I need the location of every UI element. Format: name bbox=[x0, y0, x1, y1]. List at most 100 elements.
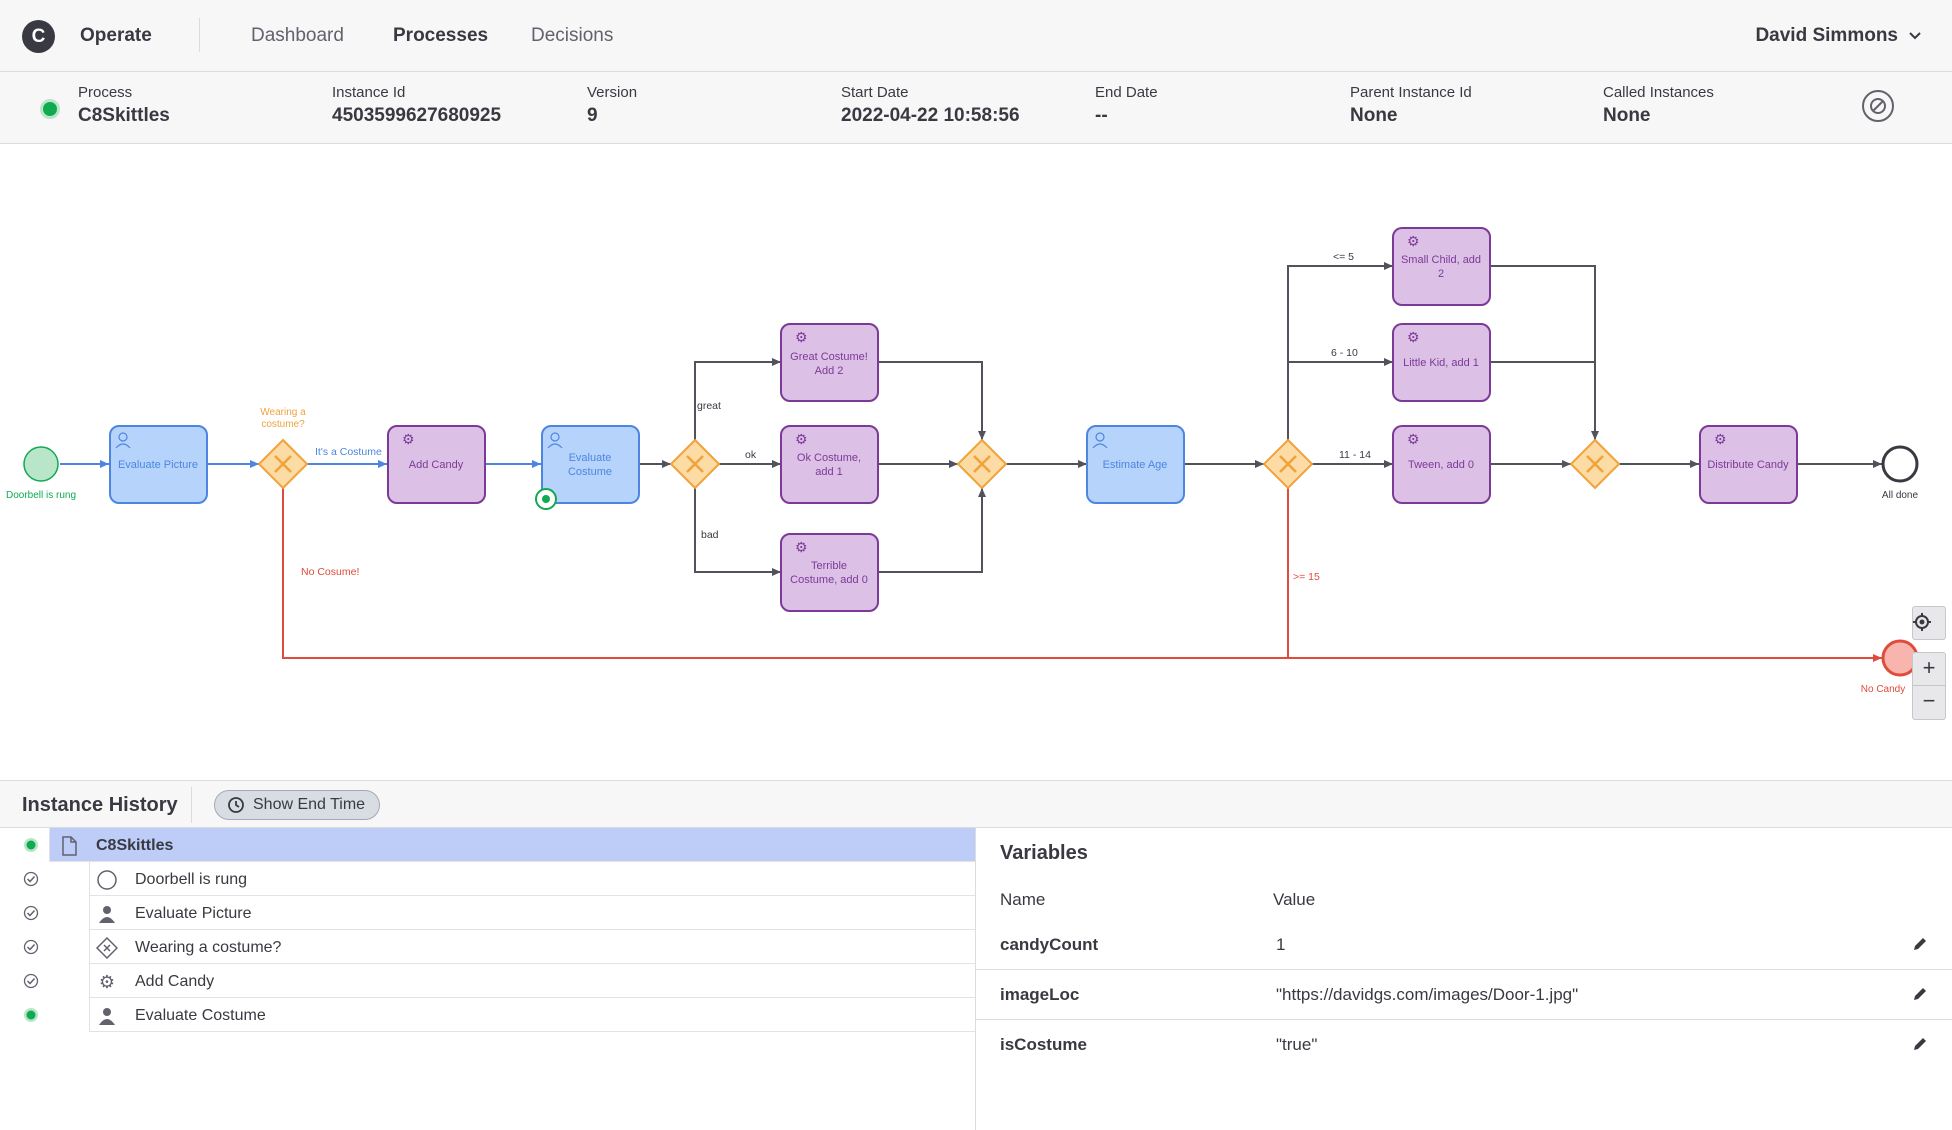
gear-icon: ⚙ bbox=[402, 431, 415, 447]
svg-text:Little Kid, add 1: Little Kid, add 1 bbox=[1403, 357, 1479, 369]
tree-row-doorbell-is-rung[interactable]: Doorbell is rung bbox=[0, 862, 975, 896]
edit-icon[interactable] bbox=[1911, 985, 1929, 1003]
tree-row-label: C8Skittles bbox=[96, 837, 174, 854]
svg-text:No Candy: No Candy bbox=[1861, 684, 1905, 695]
edit-icon[interactable] bbox=[1911, 935, 1929, 953]
flow-label-its-a-costume: It's a Costume bbox=[315, 446, 382, 458]
app-name[interactable]: Operate bbox=[80, 25, 152, 46]
nav-dashboard[interactable]: Dashboard bbox=[251, 25, 344, 46]
field-process: Process C8Skittles bbox=[78, 84, 170, 126]
instance-history-tree: C8Skittles Doorbell is rung Evaluate Pic… bbox=[0, 828, 975, 1130]
task-evaluate-costume[interactable]: Evaluate Costume bbox=[535, 425, 640, 510]
user-task-icon bbox=[99, 1008, 115, 1025]
gear-icon: ⚙ bbox=[795, 431, 808, 447]
variables-name-header: Name bbox=[1000, 890, 1046, 909]
task-tween[interactable]: ⚙ Tween, add 0 bbox=[1392, 425, 1491, 504]
task-great-costume[interactable]: ⚙ Great Costume! Add 2 bbox=[780, 323, 879, 402]
completed-state-icon bbox=[23, 939, 39, 955]
gear-icon: ⚙ bbox=[1714, 431, 1727, 447]
field-called-instances: Called Instances None bbox=[1603, 84, 1714, 126]
svg-text:Doorbell is rung: Doorbell is rung bbox=[6, 490, 76, 501]
start-event-doorbell[interactable]: Doorbell is rung bbox=[6, 446, 76, 501]
user-task-icon bbox=[99, 906, 115, 923]
zoom-out-button[interactable]: − bbox=[1912, 686, 1946, 720]
chevron-down-icon bbox=[1909, 32, 1921, 40]
cancel-instance-button[interactable] bbox=[1862, 90, 1894, 122]
variable-row-candycount: candyCount 1 bbox=[976, 920, 1952, 970]
task-distribute-candy[interactable]: ⚙ Distribute Candy bbox=[1699, 425, 1798, 504]
flow-label-11to14: 11 - 14 bbox=[1339, 449, 1371, 461]
service-task-icon: ⚙ bbox=[99, 972, 115, 992]
flow-label-bad: bad bbox=[701, 529, 719, 541]
nav-decisions[interactable]: Decisions bbox=[531, 25, 614, 46]
completed-state-icon bbox=[23, 905, 39, 921]
user-menu[interactable]: David Simmons bbox=[1755, 25, 1922, 47]
svg-text:2: 2 bbox=[1438, 268, 1444, 280]
svg-text:Estimate Age: Estimate Age bbox=[1103, 459, 1168, 471]
tree-row-process[interactable]: C8Skittles bbox=[0, 828, 975, 862]
user-name: David Simmons bbox=[1755, 25, 1898, 46]
svg-text:All done: All done bbox=[1882, 490, 1919, 501]
variable-row-iscostume: isCostume "true" bbox=[976, 1020, 1952, 1070]
active-token-icon bbox=[535, 488, 557, 510]
top-navigation-bar: C Operate Dashboard Processes Decisions … bbox=[0, 0, 1952, 72]
svg-text:Tween, add 0: Tween, add 0 bbox=[1408, 459, 1474, 471]
gear-icon: ⚙ bbox=[1407, 233, 1420, 249]
show-end-time-button[interactable]: Show End Time bbox=[214, 790, 381, 820]
zoom-in-button[interactable]: + bbox=[1912, 652, 1946, 686]
svg-text:Evaluate Picture: Evaluate Picture bbox=[118, 459, 198, 471]
bpmn-diagram[interactable]: It's a Costume No Cosume! great ok bad <… bbox=[0, 144, 1952, 780]
field-parent-instance-id: Parent Instance Id None bbox=[1350, 84, 1472, 126]
tree-row-label: Wearing a costume? bbox=[135, 939, 282, 956]
gateway-costume-quality[interactable] bbox=[669, 438, 721, 490]
instance-history-title: Instance History bbox=[22, 794, 178, 816]
sequence-flows bbox=[60, 262, 1882, 662]
svg-text:costume?: costume? bbox=[261, 419, 305, 430]
reset-diagram-zoom-button[interactable] bbox=[1912, 606, 1946, 640]
task-ok-costume[interactable]: ⚙ Ok Costume, add 1 bbox=[780, 425, 879, 504]
task-estimate-age[interactable]: Estimate Age bbox=[1086, 425, 1185, 504]
nav-processes[interactable]: Processes bbox=[393, 25, 489, 46]
field-instance-id: Instance Id 4503599627680925 bbox=[332, 84, 502, 126]
svg-text:add 1: add 1 bbox=[815, 466, 843, 478]
bpmn-canvas: It's a Costume No Cosume! great ok bad <… bbox=[6, 227, 1919, 695]
task-add-candy[interactable]: ⚙ Add Candy bbox=[387, 425, 486, 504]
svg-text:Evaluate: Evaluate bbox=[569, 452, 612, 464]
end-event-all-done[interactable]: All done bbox=[1881, 445, 1919, 501]
tree-row-evaluate-costume[interactable]: Evaluate Costume bbox=[0, 998, 975, 1032]
camunda-logo-icon[interactable]: C bbox=[22, 20, 55, 53]
instance-header: Process C8Skittles Instance Id 450359962… bbox=[0, 72, 1952, 144]
task-small-child[interactable]: ⚙ Small Child, add 2 bbox=[1392, 227, 1491, 306]
tree-row-add-candy[interactable]: ⚙ Add Candy bbox=[0, 964, 975, 998]
gateway-icon bbox=[96, 937, 118, 959]
svg-text:Costume, add 0: Costume, add 0 bbox=[790, 574, 868, 586]
gateway-wearing-a-costume[interactable]: Wearing a costume? bbox=[257, 407, 309, 490]
end-event-no-candy[interactable]: No Candy bbox=[1861, 639, 1919, 695]
flow-label-6to10: 6 - 10 bbox=[1331, 347, 1358, 359]
variable-row-imageloc: imageLoc "https://davidgs.com/images/Doo… bbox=[976, 970, 1952, 1020]
variables-title: Variables bbox=[1000, 842, 1088, 864]
gear-icon: ⚙ bbox=[1407, 431, 1420, 447]
svg-text:Great Costume!: Great Costume! bbox=[790, 351, 868, 363]
edit-icon[interactable] bbox=[1911, 1035, 1929, 1053]
tree-row-label: Evaluate Costume bbox=[135, 1007, 266, 1024]
gateway-age-split[interactable] bbox=[1262, 438, 1314, 490]
task-little-kid[interactable]: ⚙ Little Kid, add 1 bbox=[1392, 323, 1491, 402]
gateway-age-merge[interactable] bbox=[1569, 438, 1621, 490]
gear-icon: ⚙ bbox=[1407, 329, 1420, 345]
user-task-icon bbox=[1092, 432, 1108, 449]
gateway-costume-merge[interactable] bbox=[956, 438, 1008, 490]
tree-row-label: Evaluate Picture bbox=[135, 905, 252, 922]
flow-label-le5: <= 5 bbox=[1333, 251, 1354, 263]
svg-text:⚙: ⚙ bbox=[99, 972, 115, 992]
tree-row-wearing-a-costume[interactable]: Wearing a costume? bbox=[0, 930, 975, 964]
user-task-icon bbox=[547, 432, 563, 449]
flow-label-ok: ok bbox=[745, 449, 757, 461]
gear-icon: ⚙ bbox=[795, 329, 808, 345]
task-terrible-costume[interactable]: ⚙ Terrible Costume, add 0 bbox=[780, 533, 879, 612]
tree-row-evaluate-picture[interactable]: Evaluate Picture bbox=[0, 896, 975, 930]
active-state-icon bbox=[24, 1008, 38, 1022]
active-state-icon bbox=[24, 838, 38, 852]
instance-history-header: Instance History Show End Time bbox=[0, 780, 1952, 828]
task-evaluate-picture[interactable]: Evaluate Picture bbox=[109, 425, 208, 504]
